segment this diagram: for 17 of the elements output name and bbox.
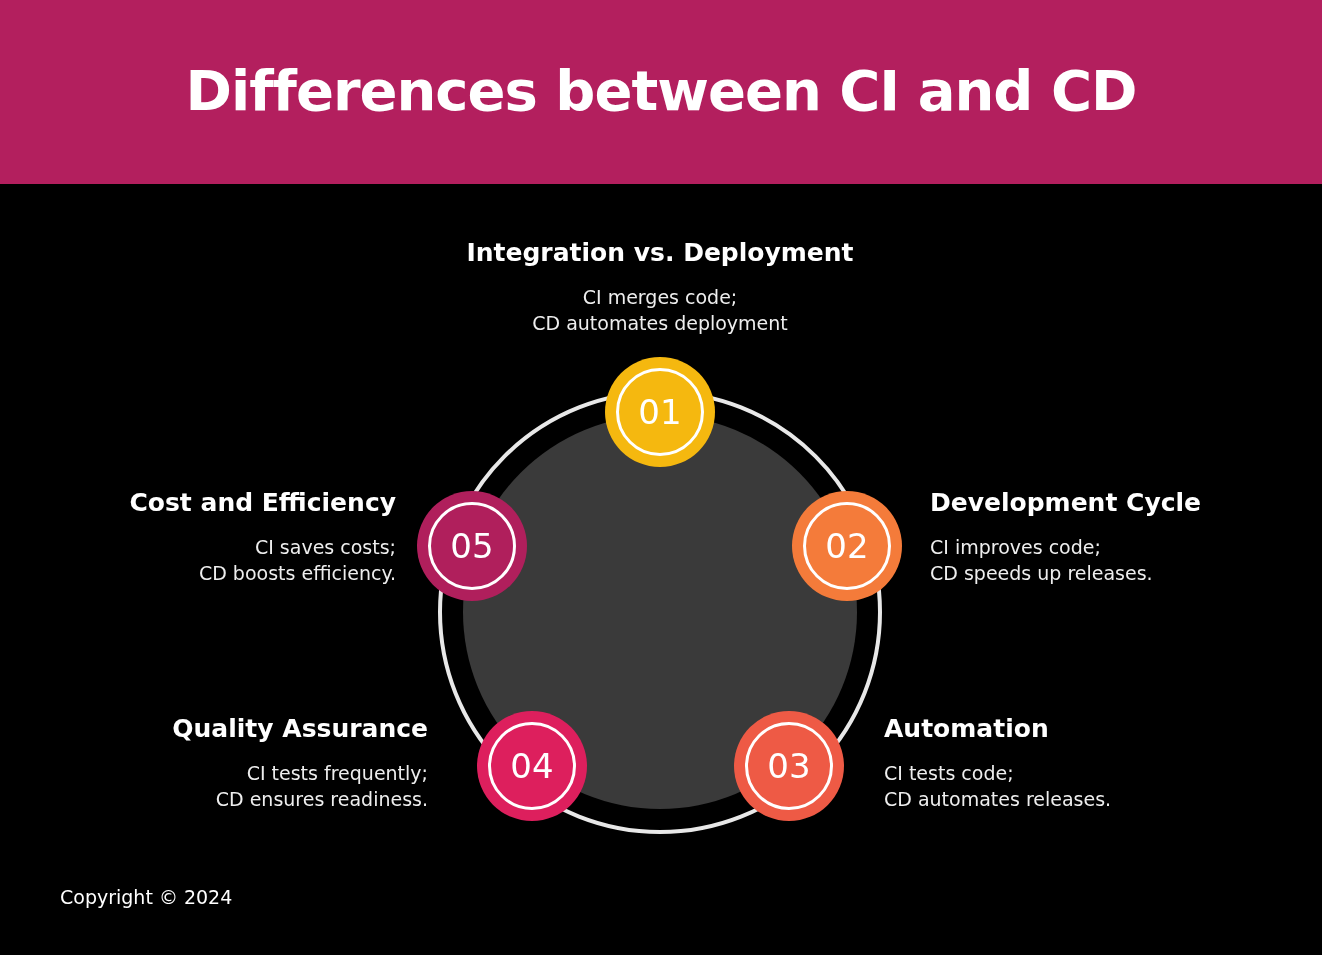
step-description: CI saves costs; CD boosts efficiency. [197,535,396,586]
step-heading: Automation [884,714,1050,744]
step-description: CI merges code; CD automates deployment [531,285,789,336]
step-number: 02 [825,529,869,563]
step-number: 04 [510,749,554,783]
step-heading: Cost and Efficiency [129,488,396,518]
step-heading: Integration vs. Deployment [465,238,855,268]
copyright-note: Copyright © 2024 [60,886,233,908]
step-heading: Quality Assurance [172,714,428,744]
step-description: CI improves code; CD speeds up releases. [930,535,1154,586]
step-heading: Development Cycle [930,488,1202,518]
step-description: CI tests frequently; CD ensures readiness. [214,761,428,812]
step-description: CI tests code; CD automates releases. [884,761,1112,812]
step-number: 05 [450,529,494,563]
step-number: 03 [767,749,811,783]
title: Differences between CI and CD [184,58,1138,123]
step-number: 01 [638,395,682,429]
